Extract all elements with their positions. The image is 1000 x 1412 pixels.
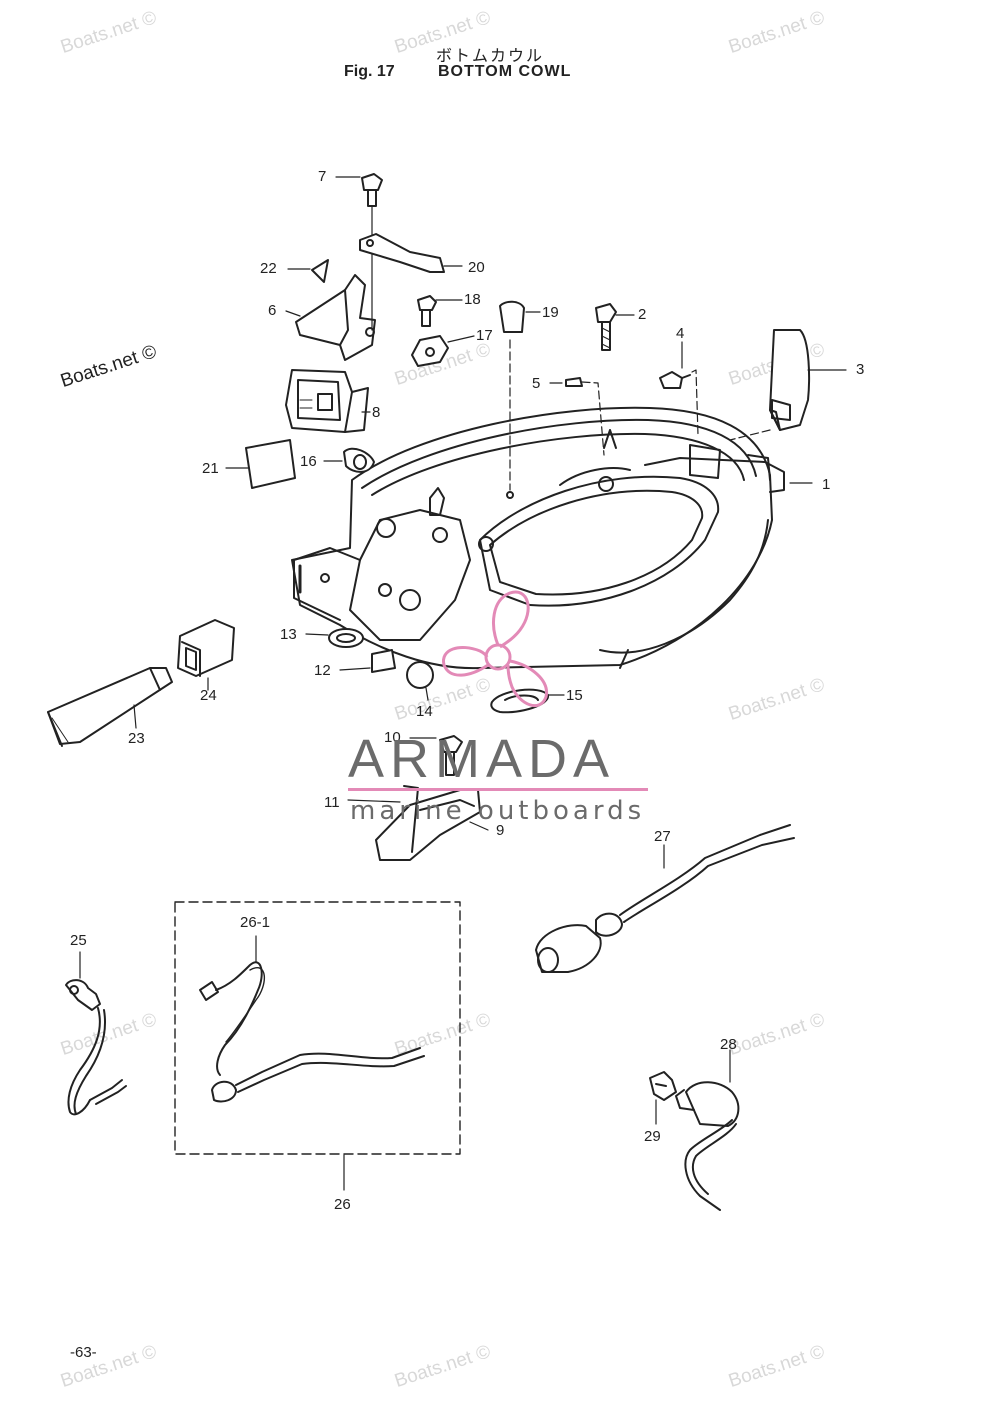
figure-label: Fig. 17: [344, 63, 395, 80]
part-label-2: 2: [638, 306, 647, 323]
part-label-21: 21: [202, 460, 219, 477]
plate-part-20: [359, 233, 463, 273]
part-label-1: 1: [822, 476, 831, 493]
switch-assembly-parts-9-11: [347, 735, 489, 861]
part-label-3: 3: [856, 361, 865, 378]
propeller-logo: [442, 590, 548, 708]
kit-boundary-part-26: [174, 901, 461, 1155]
part-label-11: 11: [324, 794, 340, 811]
page-title-jp: ボトムカウル: [436, 46, 545, 65]
part-label-22: 22: [260, 260, 277, 277]
part-label-17: 17: [476, 327, 493, 344]
part-label-13: 13: [280, 626, 297, 643]
grommet-part-16: [323, 447, 375, 473]
part-label-18: 18: [464, 291, 481, 308]
page-title: BOTTOM COWL: [438, 63, 572, 80]
bolt-part-2: [595, 303, 635, 351]
part-label-20: 20: [468, 259, 485, 276]
part-label-24: 24: [200, 687, 217, 704]
label-part-21: [225, 439, 296, 489]
switch-part-28: [675, 1049, 740, 1211]
latch-part-3: [729, 329, 847, 441]
part-label-10: 10: [384, 729, 401, 746]
bolt-part-7: [335, 173, 383, 331]
part-label-26: 26: [334, 1196, 351, 1213]
clamp-parts-17-18: [411, 295, 475, 367]
part-label-19: 19: [542, 304, 559, 321]
part-label-7: 7: [318, 168, 327, 185]
part-label-15: 15: [566, 687, 583, 704]
fitting-part-24: [177, 619, 235, 691]
bottom-cowl-part: [291, 406, 785, 670]
brand-tagline: marine outboards: [350, 796, 646, 826]
bracket-part-6: [285, 274, 376, 361]
part-label-26-1: 26-1: [240, 914, 271, 931]
fitting-part-4: [659, 341, 699, 436]
lead-wire-part-25: [65, 951, 127, 1116]
part-label-6: 6: [268, 302, 277, 319]
part-label-8: 8: [372, 404, 381, 421]
lanyard-switch-part-26-1: [199, 935, 425, 1103]
clip-part-29: [649, 1071, 677, 1125]
part-label-25: 25: [70, 932, 87, 949]
part-label-16: 16: [300, 453, 317, 470]
part-label-12: 12: [314, 662, 331, 679]
part-label-23: 23: [128, 730, 145, 747]
plug-part-19: [499, 300, 541, 491]
screw-part-5: [549, 377, 605, 456]
switch-panel-part-8: [285, 369, 371, 433]
pipe-part-23: [47, 667, 173, 747]
brand-underline: [348, 788, 648, 791]
clip-part-22: [287, 259, 329, 283]
part-label-9: 9: [496, 822, 505, 839]
part-label-4: 4: [676, 325, 685, 342]
switch-wire-part-27: [535, 824, 795, 973]
part-label-27: 27: [654, 828, 671, 845]
part-label-29: 29: [644, 1128, 661, 1145]
part-label-28: 28: [720, 1036, 737, 1053]
page-number: -63-: [70, 1344, 97, 1361]
part-label-5: 5: [532, 375, 541, 392]
brand-name: ARMADA: [348, 729, 616, 789]
part-label-14: 14: [416, 703, 433, 720]
